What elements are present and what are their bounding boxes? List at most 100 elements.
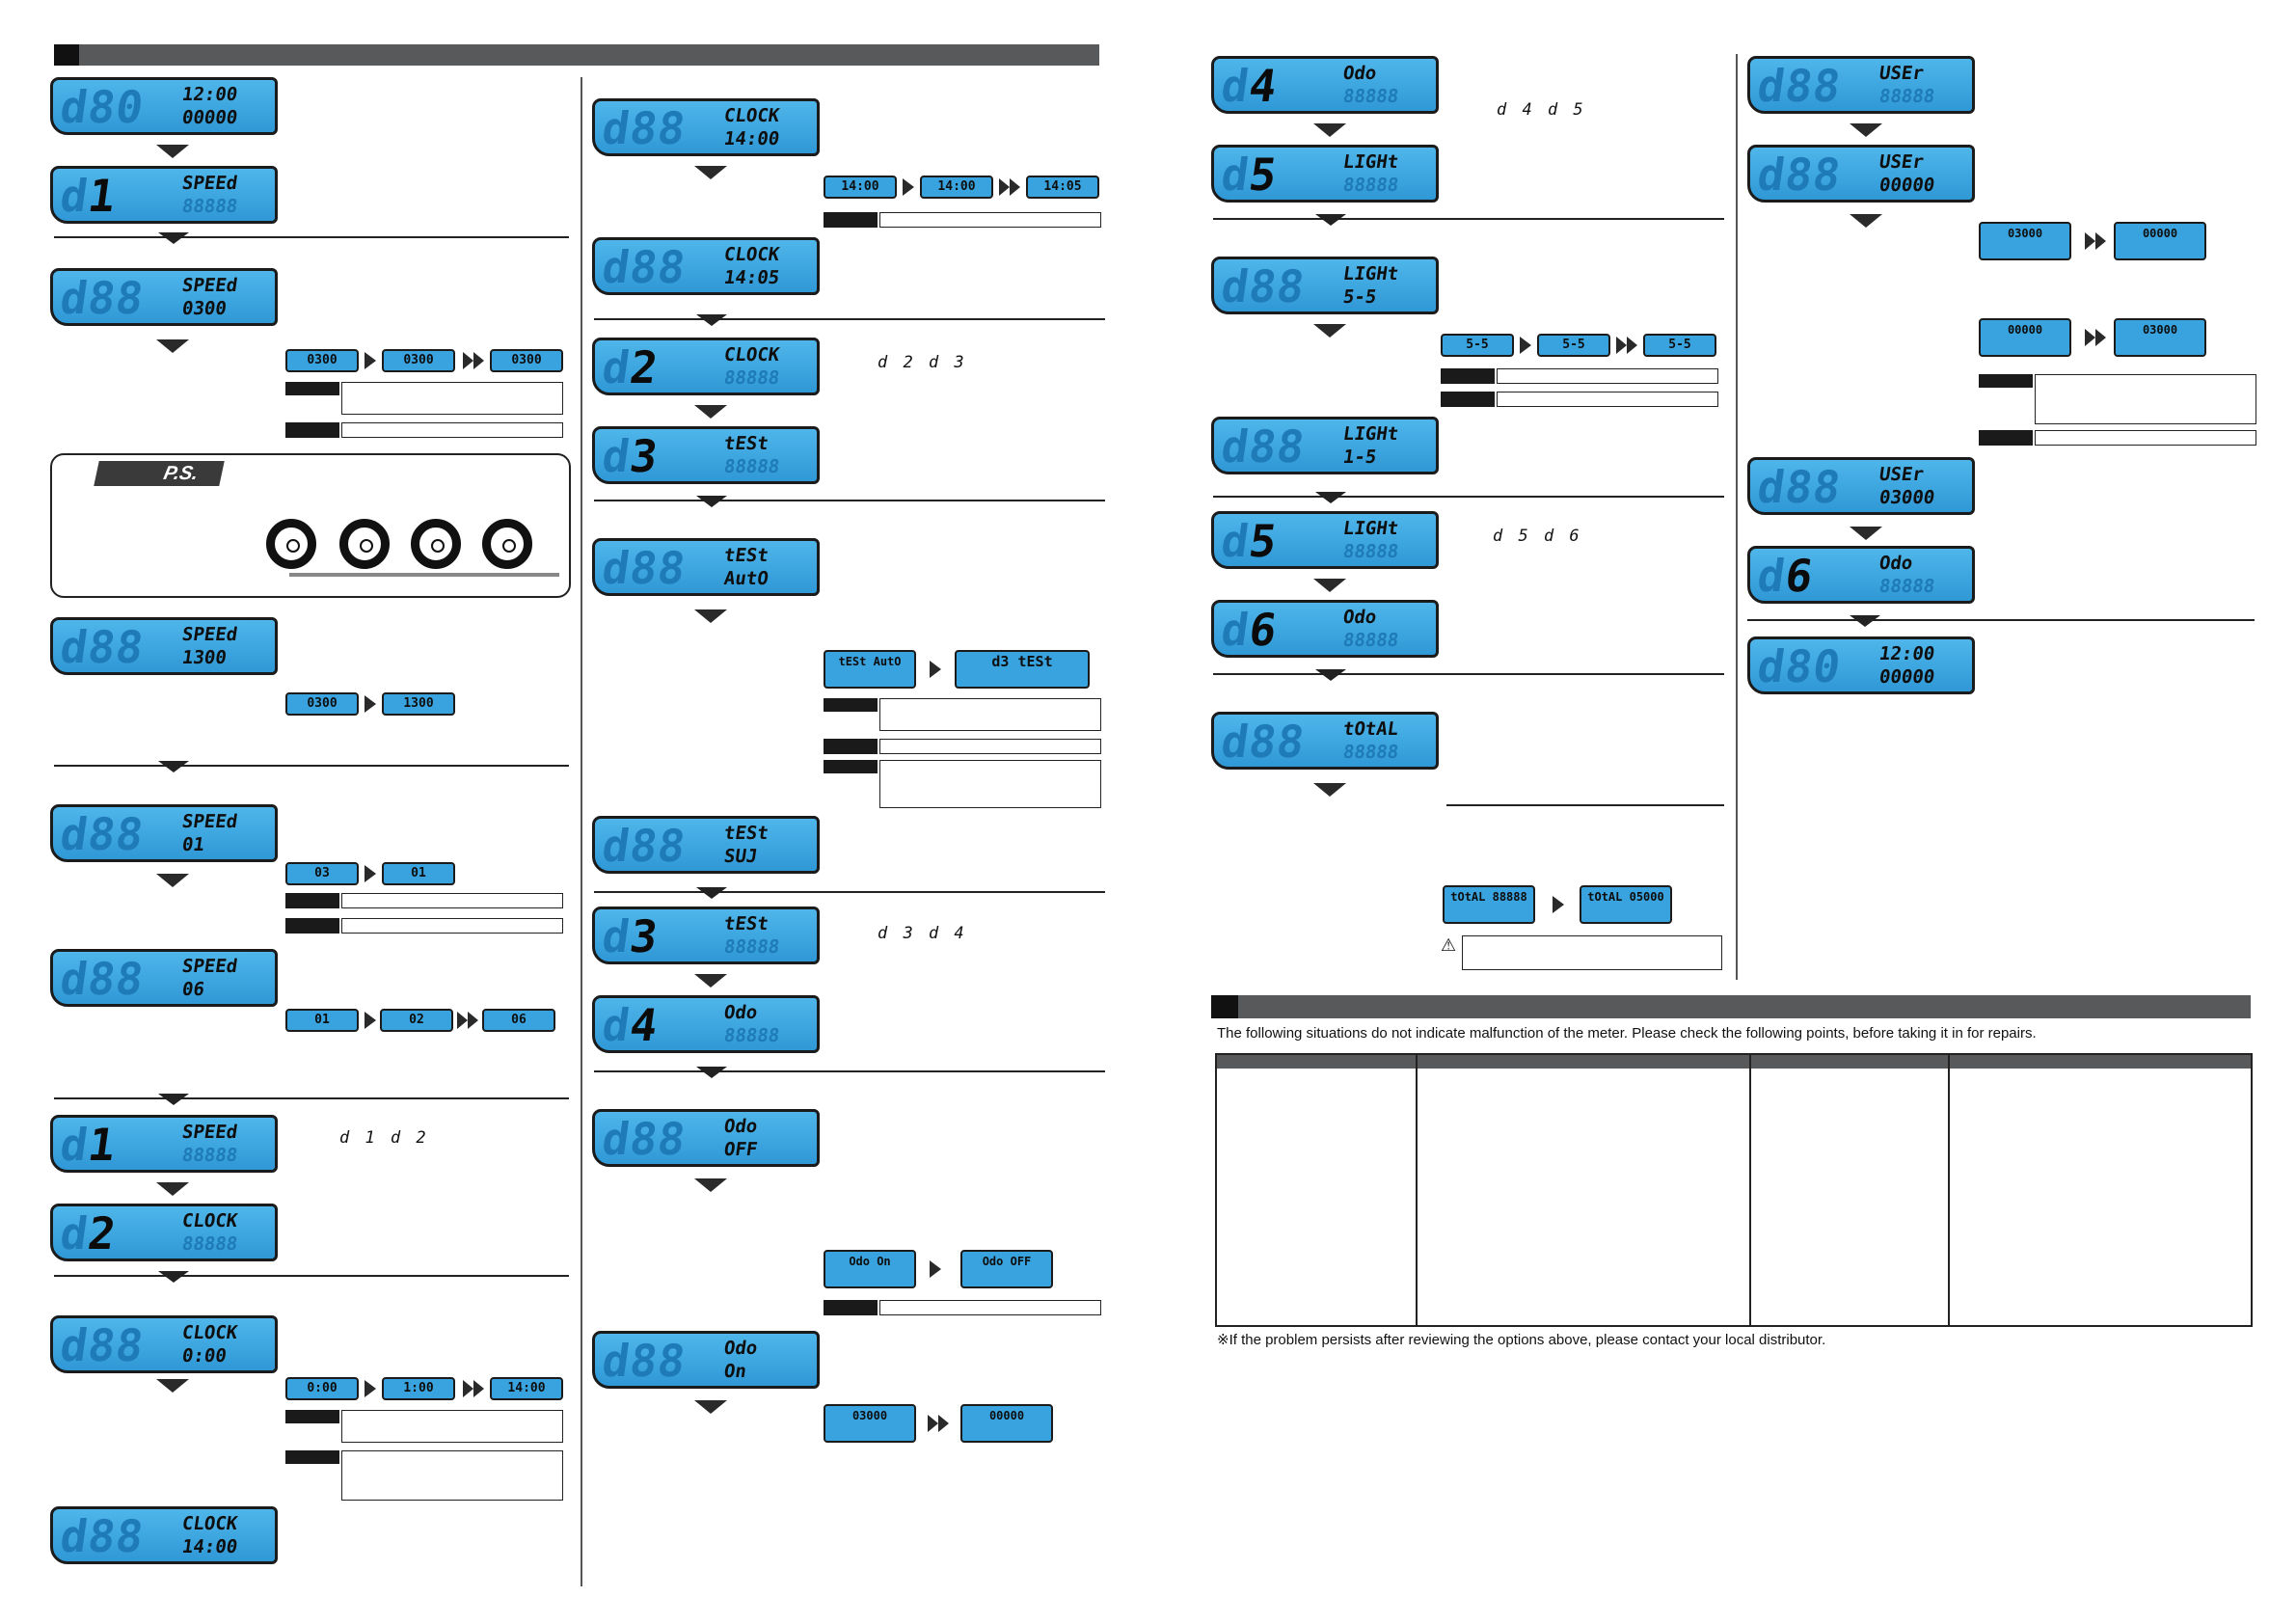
note-box (1979, 374, 2256, 424)
ps-panel (50, 453, 571, 598)
flow-arrow-icon (156, 1182, 189, 1196)
flow-arrow-icon (1313, 783, 1346, 797)
note-box (285, 422, 563, 438)
note-box (285, 893, 563, 908)
flow-arrow-icon (156, 145, 189, 158)
flow-arrow-icon (156, 1379, 189, 1393)
section-separator (594, 314, 1105, 326)
note-box (824, 739, 1101, 754)
mini-display: 0300 (285, 349, 359, 372)
mini-display: 14:00 (824, 176, 897, 199)
note-box (824, 760, 1101, 808)
tape-measure-icon (289, 573, 559, 577)
section-separator (1213, 669, 1724, 681)
mini-display: 00000 (960, 1404, 1053, 1443)
note-box (285, 382, 563, 415)
section-separator (54, 1094, 569, 1105)
mode-caption: d 2 d 3 (878, 353, 967, 372)
flow-arrow-icon (1313, 324, 1346, 338)
flow-arrow-icon (156, 874, 189, 887)
mini-display: 14:00 (490, 1377, 563, 1400)
wheel-icon (482, 519, 532, 569)
flow-arrow-icon (694, 609, 727, 623)
double-arrow-icon (463, 1380, 484, 1397)
note-box (824, 212, 1101, 228)
flow-arrow-icon (1313, 123, 1346, 137)
section-separator (1213, 492, 1724, 503)
arrow-right-icon (365, 695, 376, 713)
troubleshoot-intro: The following situations do not indicate… (1217, 1025, 2037, 1042)
mini-display: d3 tESt (955, 650, 1090, 689)
mini-display: tOtAL 05000 (1580, 885, 1672, 924)
section-separator (1747, 615, 2255, 627)
arrow-right-icon (1553, 896, 1564, 913)
section-separator (54, 232, 569, 244)
wheel-icon (266, 519, 316, 569)
section-separator (594, 887, 1105, 899)
mini-display: 03000 (824, 1404, 916, 1443)
double-arrow-icon (928, 1415, 949, 1432)
flow-arrow-icon (694, 974, 727, 988)
mini-display: 5-5 (1441, 334, 1514, 357)
arrow-right-icon (365, 352, 376, 369)
divider-line (1446, 804, 1724, 806)
ps-label: P.S. (94, 461, 225, 486)
note-box (285, 1410, 563, 1443)
troubleshoot-table (1215, 1053, 2253, 1327)
table-column-divider (1416, 1055, 1418, 1325)
mini-display: 03000 (2114, 318, 2206, 357)
double-arrow-icon (999, 178, 1020, 196)
table-header (1217, 1055, 2251, 1069)
section-header-bar (54, 44, 1099, 66)
flow-arrow-icon (1850, 214, 1882, 228)
mini-display: 0300 (285, 692, 359, 716)
mini-display: 5-5 (1643, 334, 1716, 357)
arrow-right-icon (365, 1012, 376, 1029)
mini-display: 14:00 (920, 176, 993, 199)
double-arrow-icon (2085, 232, 2106, 250)
section-separator (54, 761, 569, 772)
mini-display: 02 (380, 1009, 453, 1032)
mini-display: 01 (382, 862, 455, 885)
note-box (1979, 430, 2256, 446)
mini-display: 03 (285, 862, 359, 885)
mini-display: 1300 (382, 692, 455, 716)
mini-display: 0300 (382, 349, 455, 372)
note-box (285, 918, 563, 934)
wheel-icon (339, 519, 390, 569)
mode-caption: d 3 d 4 (878, 924, 967, 943)
troubleshoot-header-bar (1211, 995, 2251, 1018)
mini-display: 1:00 (382, 1377, 455, 1400)
mini-display: Odo OFF (960, 1250, 1053, 1288)
mode-caption: d 1 d 2 (339, 1128, 429, 1148)
troubleshoot-footnote: ※If the problem persists after reviewing… (1217, 1332, 1826, 1348)
flow-arrow-icon (1313, 579, 1346, 592)
column-divider (581, 77, 582, 1586)
arrow-right-icon (930, 1260, 941, 1278)
wheel-icon (411, 519, 461, 569)
arrow-right-icon (903, 178, 914, 196)
mode-caption: d 4 d 5 (1497, 100, 1586, 120)
